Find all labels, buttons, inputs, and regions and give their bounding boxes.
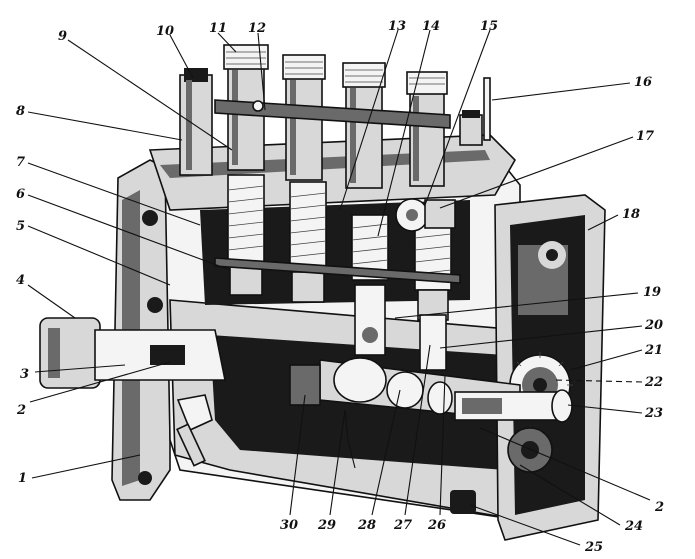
part-label: 30 (280, 518, 298, 533)
part-label: 25 (584, 540, 603, 555)
part-labels: 1 2 3 4 5 6 7 8 9 10 11 12 13 14 15 16 1… (16, 19, 664, 555)
part-label: 29 (317, 518, 336, 533)
part-label: 27 (393, 518, 412, 533)
part-label: 14 (422, 19, 440, 34)
part-label: 12 (248, 21, 266, 36)
part-label: 26 (427, 518, 446, 533)
part-label: 9 (58, 29, 67, 44)
part-label: 7 (16, 155, 25, 170)
camshaft (39, 284, 573, 469)
part-label: 5 (16, 219, 25, 234)
part-label: 17 (636, 129, 654, 144)
part-label: 8 (16, 104, 25, 119)
part-label: 24 (624, 519, 643, 534)
part-label: 2 (16, 403, 26, 418)
oil-fitting (176, 394, 476, 514)
part-label: 10 (156, 24, 174, 39)
part-label: 4 (16, 273, 25, 288)
part-label: 20 (644, 318, 663, 333)
part-label: 21 (644, 343, 663, 358)
leader-lines (27, 29, 651, 546)
part-label: 28 (357, 518, 376, 533)
part-label: 11 (209, 21, 227, 36)
part-label: 18 (622, 207, 640, 222)
part-label: 22 (644, 375, 663, 390)
part-label: 13 (388, 19, 406, 34)
part-label: 6 (16, 187, 25, 202)
part-label: 15 (480, 19, 498, 34)
part-label: 2 (654, 500, 664, 515)
delivery-valve-holders (179, 44, 491, 189)
part-label: 16 (634, 75, 652, 90)
plunger-springs (214, 174, 461, 321)
part-label: 23 (644, 406, 663, 421)
part-label: 1 (18, 471, 27, 486)
part-label: 3 (20, 367, 29, 382)
part-label: 19 (643, 285, 661, 300)
governor-housing (494, 194, 606, 541)
